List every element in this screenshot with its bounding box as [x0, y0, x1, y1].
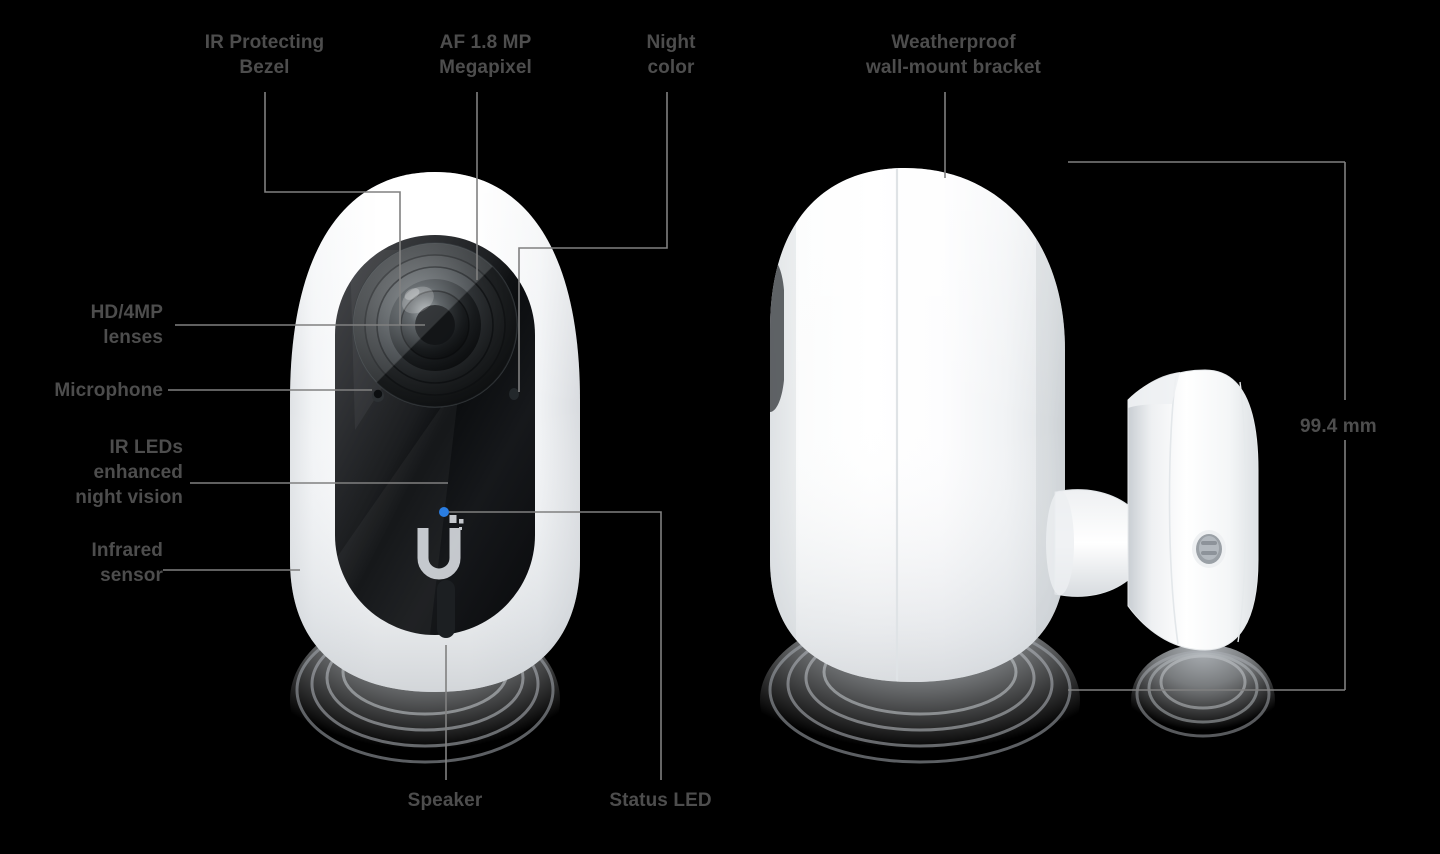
- wall-mount-bracket: [1127, 369, 1259, 651]
- ubiquiti-logo: [417, 515, 464, 580]
- callout-night-color: Night color: [646, 32, 696, 78]
- callout-status-led: Status LED: [609, 790, 712, 811]
- ball-joint-stem: [1046, 489, 1129, 597]
- leader-lines: [163, 92, 1346, 780]
- callout-hd-lenses: HD/4MP lenses: [90, 302, 163, 348]
- microphone-pinhole: [372, 389, 384, 402]
- face-edge-sliver: [770, 258, 784, 412]
- speaker-slot: [437, 580, 455, 638]
- callout-infrared-sensor: Infrared sensor: [91, 540, 163, 586]
- callout-height-dimension: 99.4 mm: [1300, 416, 1377, 437]
- leader-status-led: [449, 511, 662, 780]
- callout-af-megapixel: AF 1.8 MP Megapixel: [439, 32, 532, 78]
- front-view-camera: [290, 172, 580, 692]
- leader-ir-protecting-bezel: [264, 92, 401, 325]
- ir-led-window: [509, 388, 519, 400]
- side-view-camera: [770, 168, 1259, 682]
- camera-lens: [352, 242, 518, 408]
- callout-speaker: Speaker: [407, 790, 483, 811]
- callout-ir-leds-night-vision: IR LEDs enhanced night vision: [75, 437, 183, 508]
- callout-microphone: Microphone: [54, 380, 163, 401]
- leader-night-color: [518, 92, 668, 392]
- camera-front-face: [335, 235, 535, 635]
- mount-bracket-shadow: [1131, 644, 1275, 756]
- status-led-indicator: [439, 507, 449, 517]
- callout-weatherproof-wall-mount-bracket: Weatherproof wall-mount bracket: [866, 32, 1041, 78]
- callout-ir-protecting-bezel: IR Protecting Bezel: [204, 32, 325, 78]
- bracket-screw-hole: [1192, 530, 1226, 568]
